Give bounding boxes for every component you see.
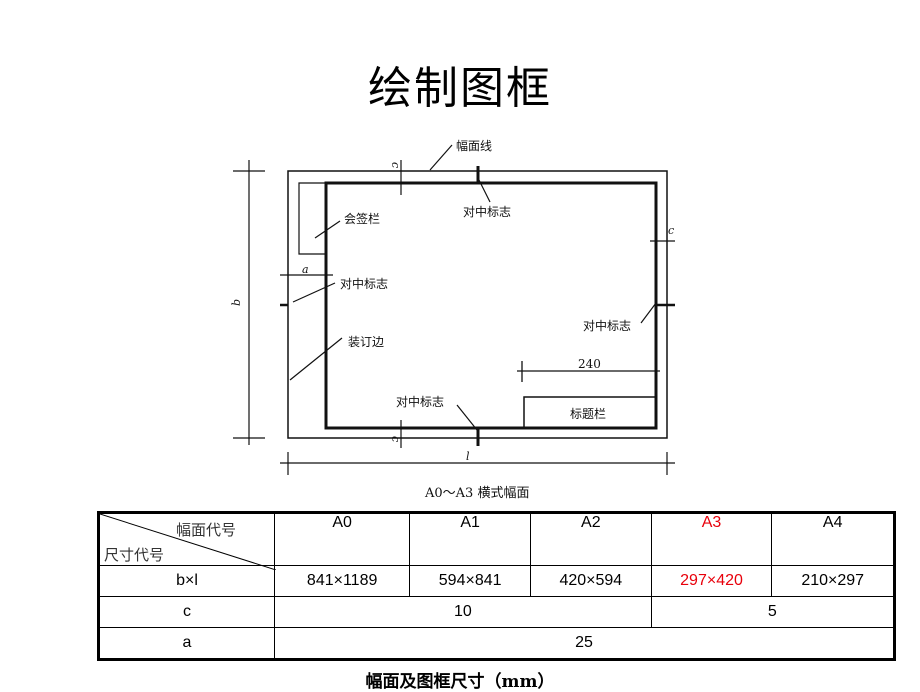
column-header-a3: A3 — [650, 511, 773, 567]
dim-240-label: 240 — [578, 357, 601, 371]
binding-edge-label: 装订边 — [348, 335, 384, 349]
title-block — [523, 396, 657, 429]
table-row: b×l 841×1189 594×841 420×594 297×420 210… — [98, 565, 895, 598]
table-row: c 10 5 — [98, 596, 896, 629]
border-line-label: 幅面线 — [456, 138, 492, 153]
corner-top-label: 幅面代号 — [175, 522, 236, 539]
cell-bxl-a3: 297×420 — [650, 565, 773, 598]
slide-title: 绘制图框 — [368, 63, 552, 114]
dim-a-label: a — [302, 263, 309, 276]
diagram-caption: A0～A3 横式幅面 — [424, 486, 529, 501]
cell-bxl-a4: 210×297 — [771, 565, 895, 598]
cell-bxl-a1: 594×841 — [409, 565, 531, 598]
cell-c-a0-a2: 10 — [274, 596, 652, 629]
center-mark-right-label: 对中标志 — [583, 318, 631, 333]
cell-a-all: 25 — [274, 627, 895, 660]
table-caption: 幅面及图框尺寸（mm） — [365, 672, 555, 692]
table-row: a 25 — [98, 627, 895, 660]
corner-bottom-label: 尺寸代号 — [104, 547, 165, 564]
title-block-label: 标题栏 — [570, 406, 606, 421]
column-header-a0: A0 — [273, 511, 411, 567]
row-label-c: c — [98, 596, 275, 629]
diagonal-divider — [100, 514, 276, 570]
center-mark-bottom-label: 对中标志 — [396, 394, 444, 409]
dim-c-top-label: c — [389, 162, 402, 168]
cell-c-a3-a4: 5 — [650, 596, 896, 629]
corner-header-cell: 幅面代号 尺寸代号 — [98, 511, 276, 570]
signature-block-label: 会签栏 — [344, 211, 380, 226]
signature-block — [298, 182, 326, 255]
row-label-a: a — [98, 627, 275, 660]
center-mark-top-label: 对中标志 — [463, 204, 511, 219]
dim-l-label: l — [466, 450, 470, 463]
cell-bxl-a0: 841×1189 — [273, 565, 411, 598]
dim-c-right-label: c — [668, 224, 674, 237]
column-header-a1: A1 — [409, 511, 531, 567]
column-header-a2: A2 — [530, 511, 652, 567]
cell-bxl-a2: 420×594 — [530, 565, 652, 598]
dim-b-label: b — [230, 299, 243, 306]
row-label-bxl: b×l — [98, 565, 275, 598]
dim-c-bottom-label: c — [389, 436, 402, 442]
column-header-a4: A4 — [771, 511, 895, 567]
paper-size-table: 幅面代号 尺寸代号 A0 A1 A2 A3 A4 b×l 841×1189 59… — [97, 511, 896, 661]
drawing-frame-diagram: 幅面线 对中标志 会签栏 对中标志 对中标志 装订边 对中标志 标题栏 240 … — [230, 138, 675, 501]
table-header-row: 幅面代号 尺寸代号 A0 A1 A2 A3 A4 — [98, 511, 895, 570]
center-mark-left-label: 对中标志 — [340, 276, 388, 291]
